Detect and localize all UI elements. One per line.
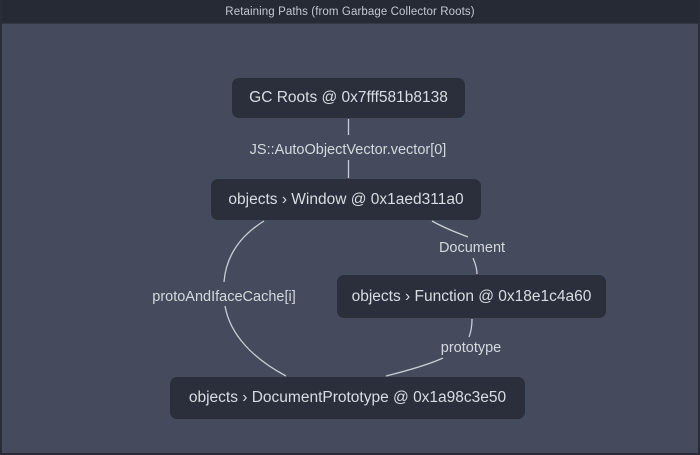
graph-node-label: objects › Window @ 0x1aed311a0 — [228, 190, 464, 208]
graph-node-label: GC Roots @ 0x7fff581b8138 — [249, 89, 448, 106]
edge-prototype-upper — [468, 318, 473, 338]
graph-node-window[interactable]: objects › Window @ 0x1aed311a0 — [211, 179, 481, 220]
edge-label-proto-and-iface-cache: protoAndIfaceCache[i] — [152, 289, 296, 305]
edge-label-prototype: prototype — [440, 340, 502, 356]
graph-node-document-prototype[interactable]: objects › DocumentPrototype @ 0x1a98c3e5… — [170, 377, 525, 419]
edge-proto-upper — [223, 220, 265, 283]
edge-document-upper — [431, 220, 469, 238]
graph-node-gc-roots[interactable]: GC Roots @ 0x7fff581b8138 — [232, 78, 465, 118]
graph-node-label: objects › Function @ 0x18e1c4a60 — [351, 287, 592, 305]
edge-prototype-lower — [385, 357, 444, 377]
panel-title: Retaining Paths (from Garbage Collector … — [225, 5, 475, 18]
edge-proto-lower — [224, 305, 287, 377]
panel-titlebar: Retaining Paths (from Garbage Collector … — [2, 0, 698, 24]
edge-label-document: Document — [438, 240, 506, 256]
graph-node-label: objects › DocumentPrototype @ 0x1a98c3e5… — [188, 389, 507, 406]
edge-label-vector: JS::AutoObjectVector.vector[0] — [249, 142, 447, 158]
graph-node-function[interactable]: objects › Function @ 0x18e1c4a60 — [337, 275, 606, 318]
retaining-paths-graph: GC Roots @ 0x7fff581b8138 objects › Wind… — [2, 24, 698, 453]
edge-document-lower — [472, 257, 478, 275]
